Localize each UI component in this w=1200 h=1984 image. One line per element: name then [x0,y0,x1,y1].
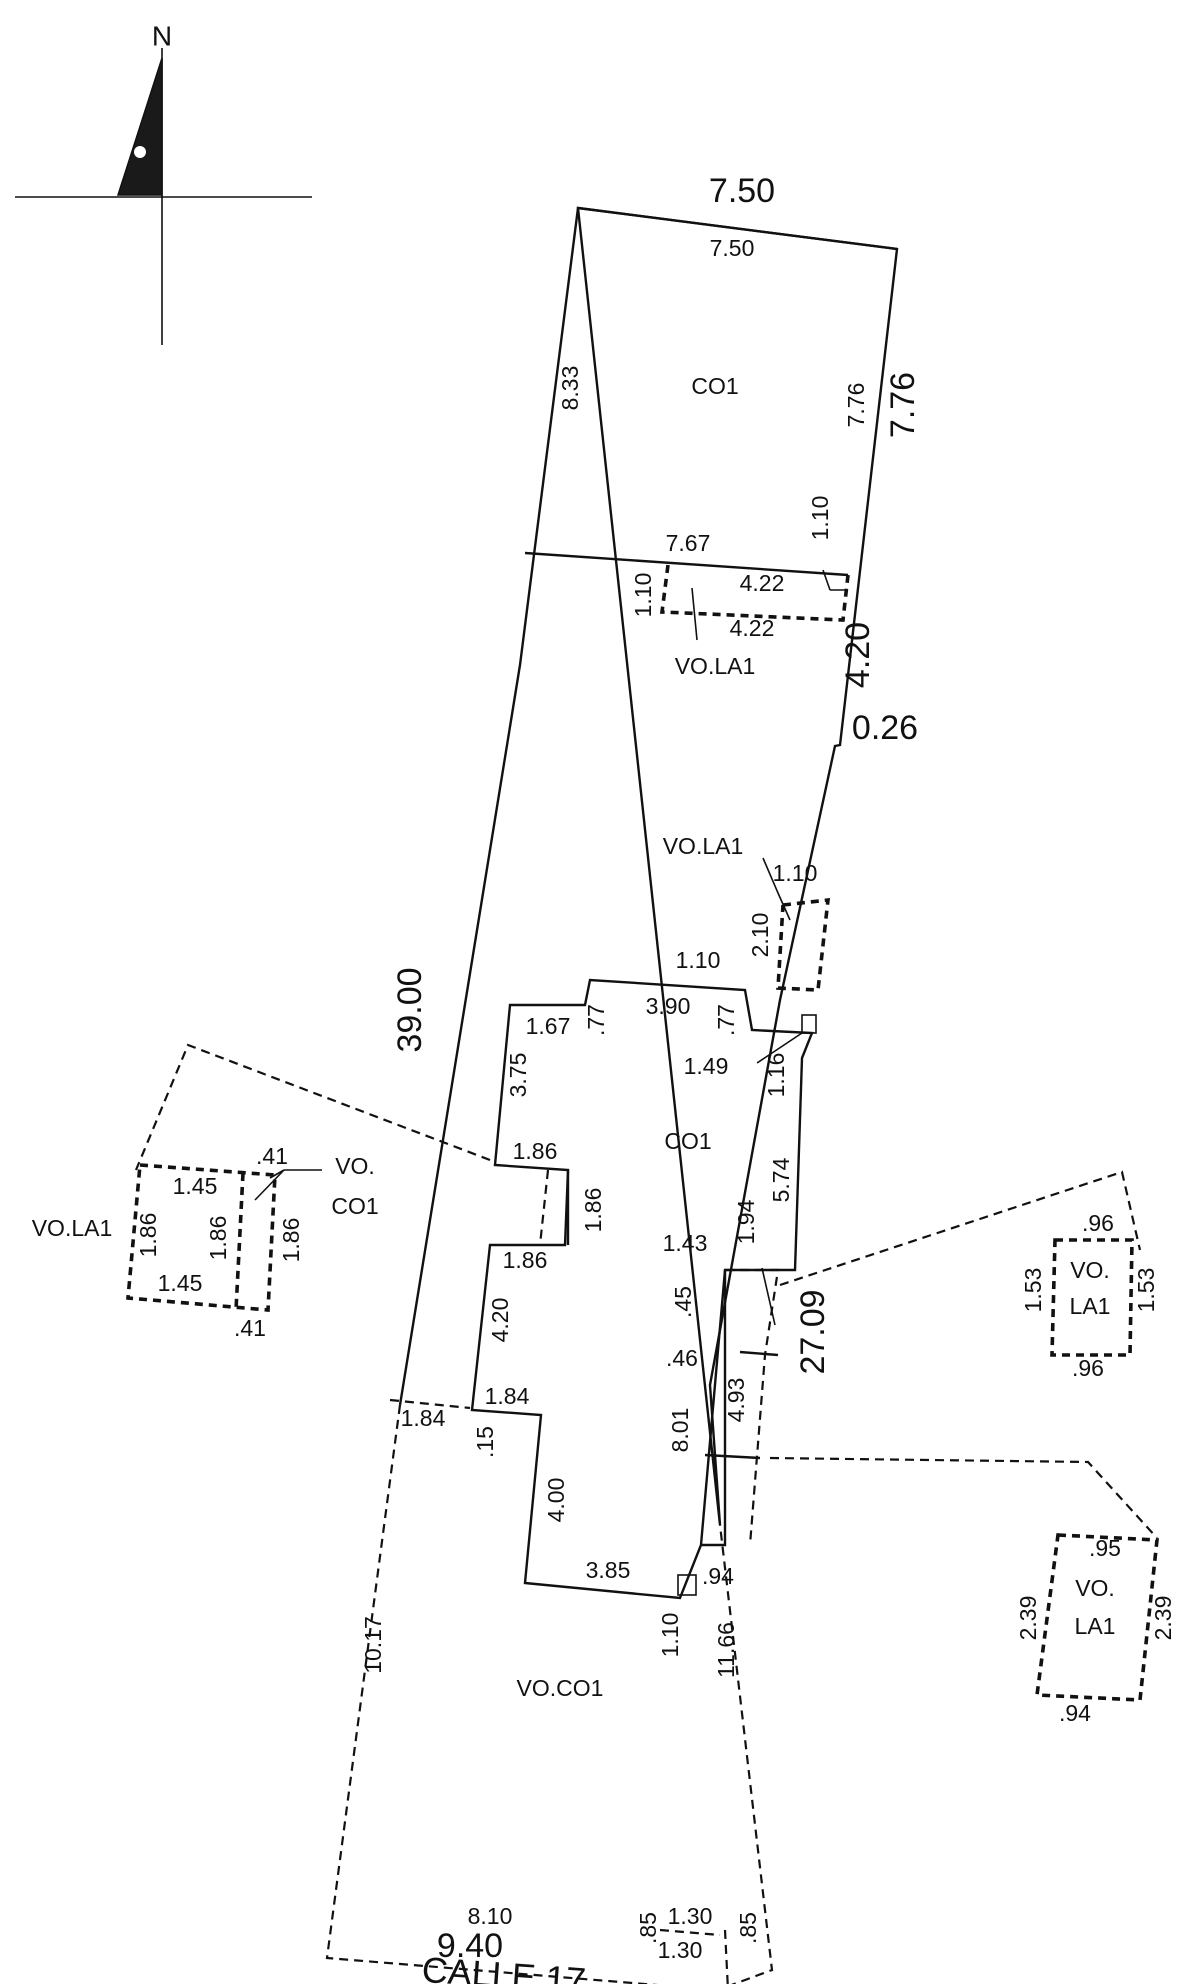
detail-vo-la1-r2-line1: VO. [1075,1575,1115,1601]
dim-4-00: 4.00 [543,1478,569,1523]
vertical-strip [700,1270,727,1547]
zone-vo-co1-bottom: VO.CO1 [517,1675,604,1701]
dim-1-10-c: 1.10 [773,860,818,886]
division-line-upper [524,551,849,577]
detail-vo-co1-line2: CO1 [331,1193,378,1219]
dim-27-09: 27.09 [794,1289,832,1374]
dim-left-top: 8.33 [557,366,583,411]
dim-1-84-b: 1.84 [401,1405,446,1431]
dim-right-top-outer: 7.76 [884,372,922,438]
dim-45: .45 [670,1286,696,1318]
dim-1-10-a: 1.10 [807,496,833,541]
dim-11-66: 11.66 [713,1622,739,1678]
detail-vo-la1-r1-line2: LA1 [1070,1293,1111,1319]
lot-outline-solid [576,206,899,1526]
north-arrow: N [15,20,312,345]
dim-4-93: 4.93 [723,1378,749,1423]
zone-vo-la1-mid: VO.LA1 [663,833,744,859]
dim-2-10: 2.10 [747,913,773,958]
dim-3-85: 3.85 [586,1557,631,1583]
detail-r2-95: .95 [1089,1535,1121,1561]
dim-10-17: 10.17 [360,1616,386,1674]
detail-vo-la1-r1-line1: VO. [1070,1257,1110,1283]
dim-1-94: 1.94 [733,1199,759,1244]
dim-77-a: .77 [583,1004,609,1036]
detail-vo-la1-left: VO.LA1 [32,1215,113,1241]
detail-vo-co1-line1: VO. [335,1153,375,1179]
detail-r2-94: .94 [1059,1700,1091,1726]
dim-9-40: 9.40 [437,1927,503,1965]
dim-5-74: 5.74 [768,1157,794,1202]
dim-8-01: 8.01 [667,1408,693,1453]
detail-box-left-outer [126,1163,277,1312]
detail-box-right-1 [1050,1238,1134,1357]
lot-upper-left-edge [398,207,580,1406]
vo-la1-mid-box [776,897,831,992]
dim-39-00: 39.00 [391,967,429,1052]
detail-r1-96-top: .96 [1082,1210,1114,1236]
lot-lower-dashed-boundary [325,1404,774,1984]
dim-right-top-inner: 7.76 [843,383,869,428]
dim-4-20-right: 4.20 [839,622,877,688]
dim-1-49: 1.49 [684,1053,729,1079]
detail-left-1-45-top: 1.45 [173,1173,218,1199]
dim-4-22-b: 4.22 [730,615,775,641]
detail-left-1-86-a: 1.86 [135,1213,161,1258]
dim-1-16: 1.16 [763,1053,789,1098]
dim-1-43: 1.43 [663,1230,708,1256]
dim-0-26: 0.26 [852,709,918,747]
detail-left-1-45-bottom: 1.45 [158,1270,203,1296]
dim-1-86-top: 1.86 [513,1138,558,1164]
dim-3-75: 3.75 [505,1053,531,1098]
dim-top-inner: 7.50 [710,235,755,261]
dim-8-10: 8.10 [468,1903,513,1929]
detail-left-1-86-c: 1.86 [278,1218,304,1263]
leader-left [134,1043,491,1171]
dim-1-10-e: 1.10 [657,1613,683,1658]
dim-94-mid: .94 [702,1563,734,1589]
detail-left-41-top: .41 [256,1143,288,1169]
dim-top-outer: 7.50 [709,172,775,210]
detail-r1-1-53-right: 1.53 [1133,1268,1159,1313]
dim-1-86-right: 1.86 [580,1188,606,1233]
detail-r1-1-53-left: 1.53 [1020,1268,1046,1313]
vo-co1-lower-area [389,1398,471,1410]
leader-right-upper [779,1170,1142,1287]
dim-3-90: 3.90 [646,993,691,1019]
dim-1-10-b: 1.10 [630,573,656,618]
dim-1-86-bottom: 1.86 [503,1247,548,1273]
dim-1-67: 1.67 [526,1013,571,1039]
leader-right-lower [769,1456,1158,1539]
lot-top-boundary [577,206,898,251]
dim-77-b: .77 [713,1004,739,1036]
dim-85-a: .85 [635,1912,661,1944]
detail-left-1-86-b: 1.86 [205,1216,231,1261]
dim-1-84-a: 1.84 [485,1383,530,1409]
detail-left-41-bottom: .41 [234,1315,266,1341]
dim-85-b: .85 [735,1912,761,1944]
dim-46: .46 [666,1345,698,1371]
zone-co1-mid: CO1 [664,1128,711,1154]
dim-4-22-a: 4.22 [740,570,785,596]
detail-vo-la1-r2-line2: LA1 [1075,1613,1116,1639]
street-name: CALLE 17 [421,1949,588,1984]
dim-1-30-b: 1.30 [658,1937,703,1963]
detail-r2-2-39-right: 2.39 [1150,1596,1176,1641]
detail-r2-2-39-left: 2.39 [1015,1596,1041,1641]
zone-co1-top: CO1 [691,373,738,399]
dim-4-20-left: 4.20 [487,1298,513,1343]
dim-7-67: 7.67 [666,530,711,556]
dim-15: .15 [472,1426,498,1458]
detail-r1-96-bottom: .96 [1072,1355,1104,1381]
dim-1-10-d: 1.10 [676,947,721,973]
north-label: N [152,20,172,51]
zone-vo-la1-top: VO.LA1 [675,653,756,679]
dim-1-30-a: 1.30 [668,1903,713,1929]
